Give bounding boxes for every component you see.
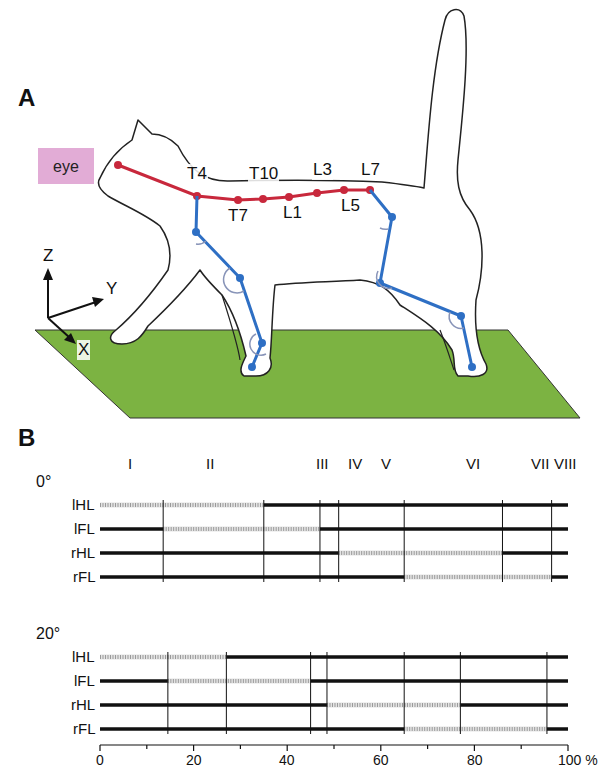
forelimb-segments [196, 196, 262, 367]
label: V [381, 455, 391, 472]
gait-bars [100, 500, 568, 751]
leg-contour [222, 295, 240, 360]
label: 0 [96, 752, 104, 768]
gait-stroke [100, 679, 568, 683]
label: L7 [360, 160, 381, 180]
label: lHL [72, 496, 95, 513]
gait-stroke [168, 679, 311, 683]
swing-phase [339, 551, 503, 556]
gait-stroke [474, 745, 475, 751]
label: 100 % [558, 752, 598, 768]
label: lFL [74, 520, 95, 537]
label: L3 [312, 160, 333, 180]
gait-stroke [404, 575, 551, 579]
gait-stroke [100, 655, 568, 659]
label: X [77, 340, 90, 360]
gait-stroke [100, 655, 226, 659]
gait-stroke [319, 500, 320, 582]
label: III [316, 455, 329, 472]
joint-points [192, 213, 476, 371]
gait-stroke [339, 551, 503, 555]
gait-stroke [380, 745, 381, 751]
label-box: eye [38, 148, 94, 184]
label: 40 [279, 752, 295, 768]
label: T7 [227, 206, 249, 226]
gait-stroke [163, 527, 320, 531]
swing-phase [404, 575, 551, 580]
label: 20 [186, 752, 202, 768]
swing-phase [163, 527, 320, 532]
gait-stroke [163, 500, 164, 582]
label: rFL [73, 568, 96, 585]
gait-stroke [100, 527, 568, 531]
cat-outline [98, 10, 486, 377]
gait-stroke [146, 745, 147, 749]
swing-phase [100, 503, 264, 508]
gait-stroke [404, 500, 405, 582]
label: L1 [282, 203, 303, 223]
swing-phase [168, 679, 311, 684]
gait-stroke [99, 745, 100, 751]
label: Z [42, 246, 54, 266]
label: I [128, 455, 132, 472]
swing-phase [327, 703, 460, 708]
gait-stroke [100, 503, 568, 507]
hindlimb-segments [370, 190, 472, 367]
label: IV [348, 455, 362, 472]
label: rHL [71, 544, 95, 561]
gait-stroke [521, 745, 522, 749]
gait-stroke [263, 500, 264, 582]
panel-letter: B [18, 424, 35, 452]
label: 0° [36, 473, 51, 491]
spine-points [114, 161, 374, 204]
label: VI [466, 455, 480, 472]
gait-stroke [287, 745, 288, 751]
joint-angle-arcs [196, 228, 464, 355]
label: rHL [71, 696, 95, 713]
label: Y [105, 279, 118, 299]
label: lFL [74, 672, 95, 689]
gait-stroke [240, 745, 241, 749]
label: VIII [554, 455, 577, 472]
swing-phase [404, 727, 547, 732]
gait-stroke [338, 500, 339, 582]
label: T10 [248, 164, 279, 184]
label: 80 [467, 752, 483, 768]
gait-stroke [546, 652, 547, 734]
gait-stroke [404, 652, 405, 734]
label: VII [531, 455, 549, 472]
gait-stroke [193, 745, 194, 751]
gait-stroke [100, 551, 568, 555]
gait-stroke [310, 652, 311, 734]
label: II [206, 455, 214, 472]
gait-stroke [333, 745, 334, 749]
gait-stroke [226, 652, 227, 734]
label: L5 [340, 196, 361, 216]
box-text: eye [53, 158, 79, 176]
label: 60 [373, 752, 389, 768]
gait-stroke [427, 745, 428, 749]
gait-stroke [327, 703, 460, 707]
gait-stroke [100, 503, 264, 507]
label: lHL [72, 648, 95, 665]
label: rFL [73, 720, 96, 737]
panel-letter: A [18, 84, 35, 112]
gait-stroke [567, 745, 568, 751]
swing-phase [100, 655, 226, 660]
gait-stroke [502, 500, 503, 582]
label: T4 [186, 164, 208, 184]
gait-stroke [100, 727, 568, 731]
gait-stroke [551, 500, 552, 582]
gait-stroke [404, 727, 547, 731]
axes [43, 268, 104, 344]
label: 20° [36, 625, 60, 643]
gait-stroke [100, 703, 568, 707]
gait-stroke [100, 575, 568, 579]
leg-contour [440, 330, 454, 370]
gait-stroke [167, 652, 168, 734]
gait-stroke [460, 652, 461, 734]
gait-stroke [326, 652, 327, 734]
